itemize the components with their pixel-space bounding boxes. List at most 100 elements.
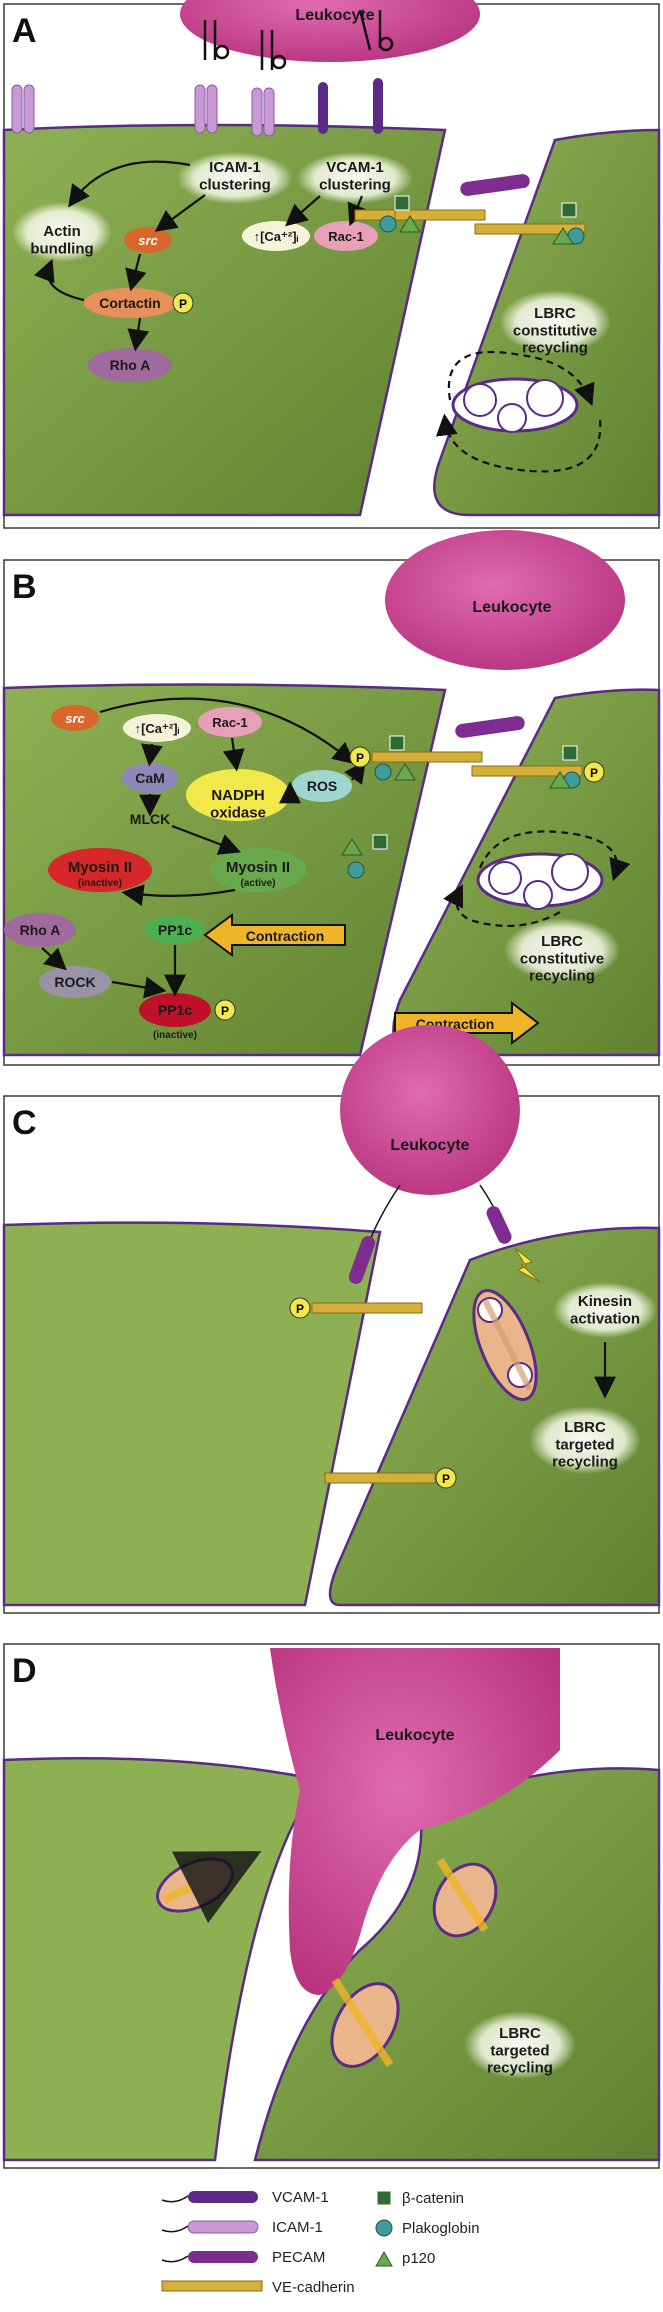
phospho-c1 — [289, 1297, 311, 1319]
legend-vecad-label: VE-cadherin — [272, 2279, 355, 2296]
legend-bcat-label: β-catenin — [402, 2190, 464, 2207]
lightning-icon — [514, 1247, 541, 1283]
rock-label: ROCK — [54, 974, 95, 990]
calcium-node-b — [123, 714, 191, 742]
legend-p120-label: p120 — [402, 2250, 435, 2267]
vcam-receptors — [318, 78, 383, 134]
lbrc-glow-a — [499, 290, 611, 354]
legend-p120: p120 — [375, 2250, 435, 2267]
leukocyte-label-c: Leukocyte — [390, 1137, 469, 1154]
lbrc-vesicles-b — [476, 852, 604, 910]
rhoa-label-b: Rho A — [20, 922, 61, 938]
phospho-b2-label: P — [356, 751, 364, 765]
legend-icam-label: ICAM-1 — [272, 2219, 323, 2236]
lbrc-glow-c — [529, 1406, 641, 1474]
src-label: src — [138, 233, 158, 248]
pp1c-inactive-node — [139, 993, 211, 1027]
leukocyte-label: Leukocyte — [295, 7, 374, 24]
nadph-node — [186, 769, 290, 821]
phospho-c1-label: P — [296, 1302, 304, 1316]
myosin-inactive-tag: (inactive) — [78, 878, 122, 889]
leukocyte-label-b: Leukocyte — [472, 599, 551, 616]
leukocyte-label-d: Leukocyte — [375, 1727, 454, 1744]
legend-plako-label: Plakoglobin — [402, 2220, 480, 2237]
src-node-b — [51, 705, 99, 731]
integrins — [203, 9, 394, 70]
lbrc-glow-d — [464, 2011, 576, 2079]
cam-node — [122, 763, 178, 793]
rhoa-label: Rho A — [110, 357, 151, 373]
myosin-inactive-node — [48, 848, 152, 892]
vecad-c1 — [311, 1302, 423, 1314]
lbrc-glow-b — [504, 918, 620, 982]
lbrc-vesicles-c — [472, 1288, 538, 1402]
legend-plako: Plakoglobin — [375, 2219, 480, 2237]
legend-pecam: PECAM — [161, 2249, 325, 2266]
rhoa-node — [88, 348, 172, 382]
vecad-c2 — [324, 1472, 436, 1484]
legend-icam: ICAM-1 — [161, 2219, 323, 2236]
panel-letter-a: A — [12, 12, 37, 50]
vcam-clustering-glow — [297, 152, 413, 204]
lbrc-vesicles-a — [451, 377, 579, 433]
calcium-label-b: ↑[Ca⁺²]ᵢ — [135, 721, 180, 736]
pp1c-inactive-tag: (inactive) — [153, 1030, 197, 1041]
mlck-label: MLCK — [130, 811, 170, 827]
pecam-chains-c — [348, 1184, 512, 1284]
leukocyte-b — [385, 530, 625, 670]
leukocyte-d — [270, 1648, 560, 1995]
cam-label: CaM — [135, 770, 165, 786]
pp1c-node — [145, 916, 205, 944]
panel-letter-b: B — [12, 568, 37, 606]
phospho-b1 — [214, 999, 236, 1021]
rhoa-node-b — [4, 913, 76, 947]
junction-complex-a — [354, 174, 586, 245]
legend-pecam-label: PECAM — [272, 2249, 325, 2266]
src-label-b: src — [65, 711, 85, 726]
junction-complex-b: P P — [341, 716, 605, 879]
ros-label: ROS — [307, 778, 337, 794]
legend-vecad: VE-cadherin — [161, 2279, 355, 2296]
myosin-active-tag: (active) — [240, 878, 275, 889]
pp1c-label: PP1c — [158, 922, 192, 938]
ros-node — [292, 770, 352, 802]
leukocyte — [180, 0, 480, 62]
rac1-label: Rac-1 — [328, 229, 363, 244]
actin-bundling-glow — [12, 202, 112, 262]
calcium-node — [242, 221, 310, 251]
myosin-active-node — [210, 848, 306, 892]
phospho-b1-label: P — [221, 1004, 229, 1018]
myosin-active-label: Myosin II — [226, 859, 290, 876]
src-node — [124, 227, 172, 253]
pp1c-inactive-label: PP1c — [158, 1002, 192, 1018]
cortactin-node — [84, 288, 176, 318]
icam-clustering-glow — [177, 152, 293, 204]
legend: VCAM-1 ICAM-1 PECAM VE-cadherin β-cateni… — [161, 2189, 480, 2296]
contraction-arrow-left: Contraction — [203, 913, 346, 957]
rock-node — [39, 966, 111, 998]
lbrc-vesicles-d — [156, 1851, 498, 2068]
panel-letter-d: D — [12, 1652, 37, 1690]
legend-vcam-label: VCAM-1 — [272, 2189, 329, 2206]
panel-letter-c: C — [12, 1104, 37, 1142]
phospho-b3-label: P — [590, 766, 598, 780]
contraction-left-label: Contraction — [246, 928, 325, 944]
cortactin-label: Cortactin — [99, 295, 160, 311]
phospho-c2 — [435, 1467, 457, 1489]
calcium-label: ↑[Ca⁺²]ᵢ — [254, 229, 299, 244]
phospho-a1-label: P — [179, 297, 187, 311]
endothelial-cell-left-c — [2, 1221, 382, 1607]
